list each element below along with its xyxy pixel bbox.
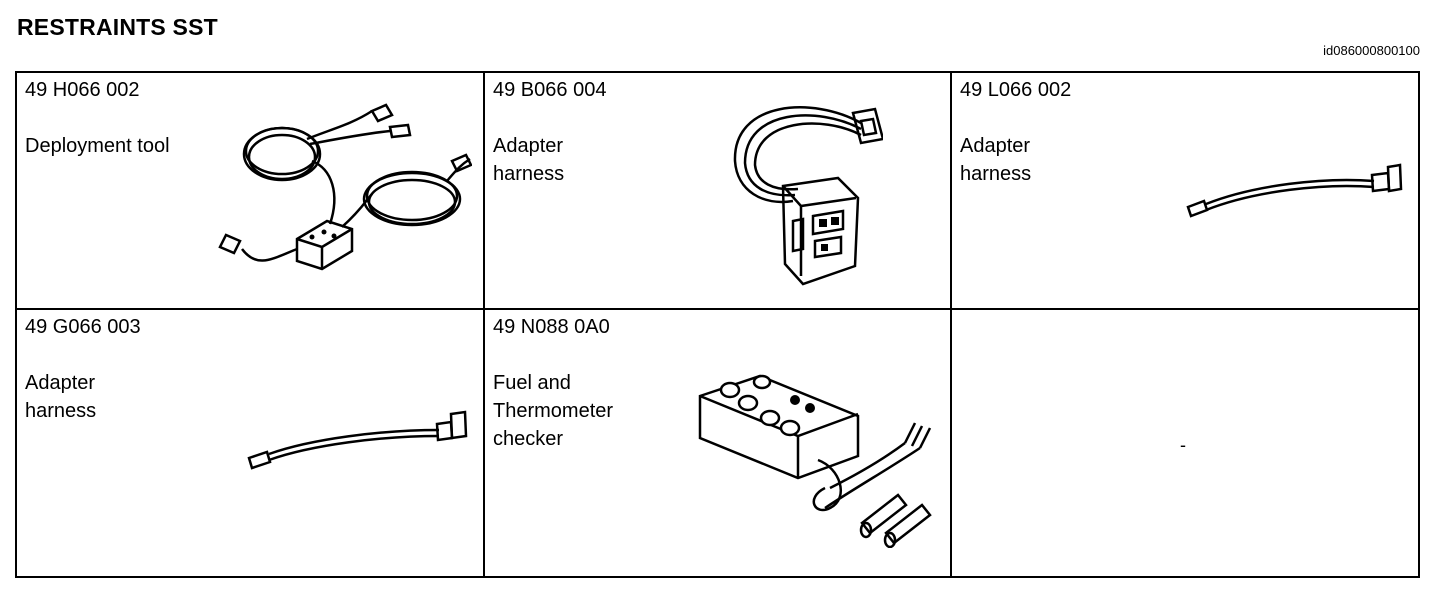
part-number: 49 N088 0A0 — [493, 316, 610, 338]
tool-cell-fuel-thermometer-checker: 49 N088 0A0 Fuel and Thermometer checker — [485, 310, 952, 576]
part-name: Adapter harness — [25, 372, 97, 422]
part-name: Deployment tool — [25, 135, 170, 157]
part-number: 49 B066 004 — [493, 79, 607, 101]
dash-mark: - — [1180, 435, 1186, 455]
tool-cell-adapter-harness-b066: 49 B066 004 Adapter harness — [485, 73, 952, 310]
page-title: RESTRAINTS SST — [17, 14, 218, 40]
empty-cell: - — [952, 310, 1418, 576]
adapter-harness-connector-icon — [733, 106, 883, 286]
part-name: Fuel and Thermometer checker — [493, 372, 614, 450]
deployment-tool-icon — [218, 103, 472, 271]
part-number: 49 H066 002 — [25, 79, 140, 101]
part-number: 49 L066 002 — [960, 79, 1072, 101]
tool-cell-deployment-tool: 49 H066 002 Deployment tool — [17, 73, 485, 310]
tool-cell-adapter-harness-g066: 49 G066 003 Adapter harness — [17, 310, 485, 576]
part-name: Adapter harness — [493, 135, 565, 185]
adapter-harness-cable-icon — [247, 410, 468, 470]
part-number: 49 G066 003 — [25, 316, 141, 338]
tool-cell-adapter-harness-l066: 49 L066 002 Adapter harness — [952, 73, 1418, 310]
fuel-thermometer-checker-icon — [698, 374, 932, 548]
sst-table: 49 H066 002 Deployment tool — [15, 71, 1420, 578]
document-id: id086000800100 — [1323, 43, 1420, 58]
adapter-harness-cable-icon — [1186, 163, 1403, 218]
part-name: Adapter harness — [960, 135, 1032, 185]
